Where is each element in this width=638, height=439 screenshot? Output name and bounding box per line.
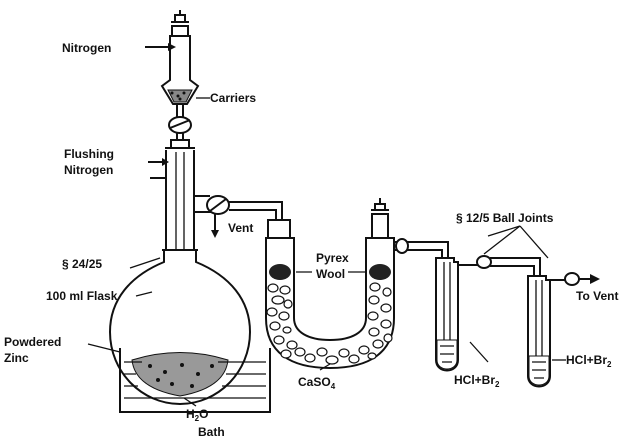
label-powdered: Powdered	[4, 335, 61, 349]
drying-u-tube	[265, 198, 412, 370]
caso4-pebbles	[266, 282, 393, 365]
funnel-stopcock	[168, 116, 192, 149]
label-hcl-br-2: HCl+Br2	[566, 353, 612, 369]
leader-lines	[87, 97, 566, 407]
label-caso4: CaSO4	[298, 375, 336, 391]
label-hcl-br-1: HCl+Br2	[454, 373, 500, 389]
round-bottom-flask	[108, 249, 252, 406]
label-flask: 100 ml Flask	[46, 289, 118, 303]
label-nitrogen: Nitrogen	[62, 41, 111, 55]
label-wool: Wool	[316, 267, 345, 281]
vent-stopcock	[206, 195, 283, 238]
label-pyrex: Pyrex	[316, 251, 349, 265]
label-to-vent: To Vent	[576, 289, 618, 303]
label-zinc: Zinc	[4, 351, 29, 365]
label-bath: Bath	[198, 425, 225, 439]
label-flushing-nitrogen: Nitrogen	[64, 163, 113, 177]
label-joint-24-25: § 24/25	[62, 257, 102, 271]
label-flushing: Flushing	[64, 147, 114, 161]
water-bath	[119, 348, 271, 413]
addition-funnel	[145, 10, 200, 118]
trap-1	[408, 241, 541, 372]
label-carriers: Carriers	[210, 91, 256, 105]
trap-2	[527, 272, 600, 388]
labels: Nitrogen Carriers Flushing Nitrogen Vent…	[4, 41, 618, 439]
label-ball-joints: § 12/5 Ball Joints	[456, 211, 554, 225]
label-vent: Vent	[228, 221, 253, 235]
label-water: H2O	[186, 407, 208, 423]
